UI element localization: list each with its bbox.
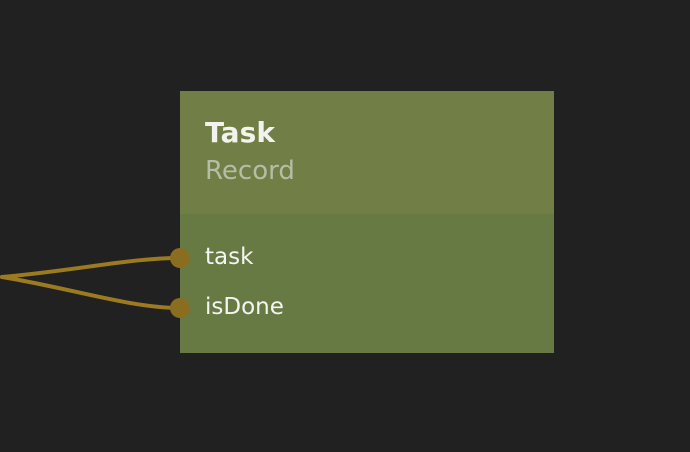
- record-node-task[interactable]: Task Record task isDone: [180, 91, 554, 353]
- edge-to-isdone: [0, 275, 182, 310]
- node-body: task isDone: [180, 214, 554, 353]
- port-task[interactable]: [170, 248, 190, 268]
- field-label-isdone: isDone: [205, 293, 284, 320]
- field-label-task: task: [205, 243, 254, 270]
- field-row[interactable]: isDone: [205, 282, 554, 332]
- edge-to-task: [0, 256, 182, 279]
- node-header[interactable]: Task Record: [180, 91, 554, 214]
- field-row[interactable]: task: [205, 232, 554, 282]
- node-subtitle: Record: [205, 156, 295, 186]
- node-title: Task: [205, 116, 276, 149]
- port-isdone[interactable]: [170, 298, 190, 318]
